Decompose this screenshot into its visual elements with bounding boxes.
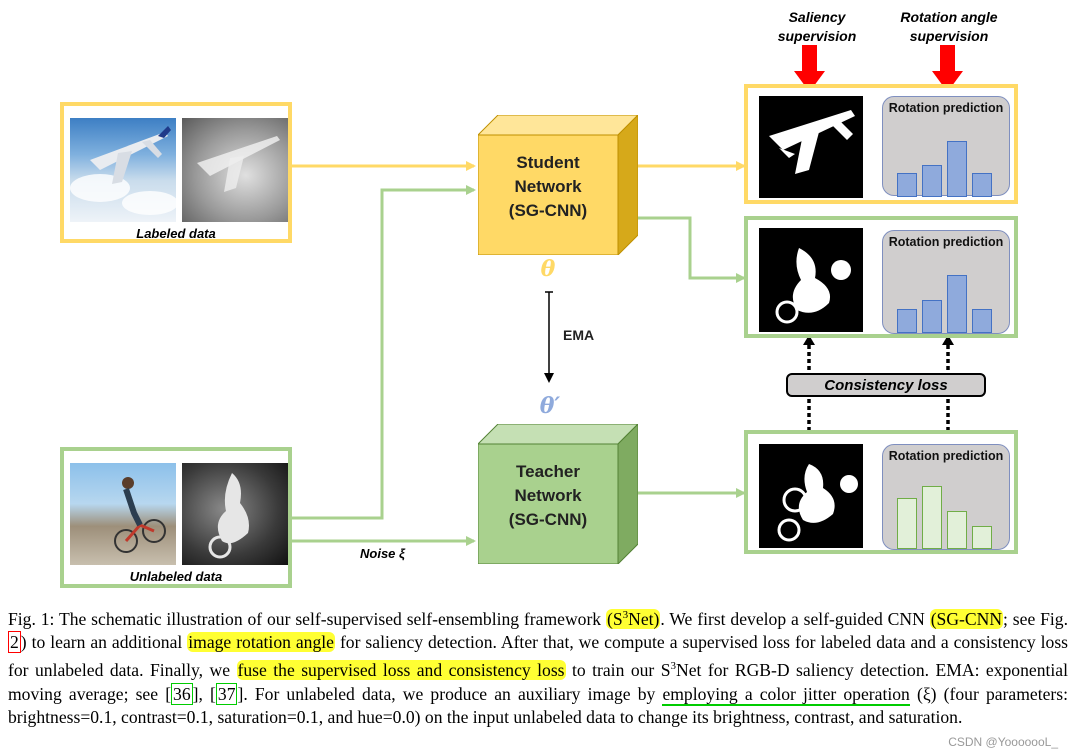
rotation-prediction-title: Rotation prediction	[888, 235, 1004, 249]
bmx-saliency-map-student	[759, 228, 863, 332]
rotation-prediction-panel: Rotation prediction	[882, 230, 1010, 334]
saliency-supervision-label: Saliency supervision	[777, 9, 857, 44]
rotation-bar	[972, 526, 992, 549]
airplane-depth-image	[182, 118, 288, 222]
bmx-depth-image	[182, 463, 288, 565]
rotation-histogram	[897, 125, 997, 197]
rotation-bar	[897, 309, 917, 333]
bmx-saliency-map-teacher	[759, 444, 863, 548]
ema-label: EMA	[563, 327, 595, 343]
underline-jitter: employing a color jitter operation	[662, 683, 910, 706]
rotation-prediction-panel: Rotation prediction	[882, 96, 1010, 197]
labeled-data-label: Labeled data	[136, 226, 216, 241]
figure-caption: Fig. 1: The schematic illustration of ou…	[8, 608, 1069, 728]
highlight-rotation: image rotation angle	[187, 632, 335, 653]
rotation-bar	[947, 141, 967, 197]
rotation-prediction-title: Rotation prediction	[888, 449, 1004, 463]
student-network-label: Student Network (SG-CNN)	[508, 153, 588, 220]
highlight-s3net: (S3Net)	[605, 608, 661, 629]
rotation-bar	[897, 173, 917, 197]
unlabeled-data-label: Unlabeled data	[129, 569, 223, 584]
teacher-network-label: Teacher Network (SG-CNN)	[508, 462, 588, 529]
teacher-network-block: Teacher Network (SG-CNN)	[478, 424, 638, 564]
rotation-bar	[947, 275, 967, 333]
theta-student: θ	[540, 256, 556, 282]
student-unlabeled-output: Rotation prediction	[744, 216, 1018, 338]
unlabeled-data-box: Unlabeled data	[60, 447, 292, 588]
rotation-bar	[922, 300, 942, 333]
labeled-data-box: Labeled data	[60, 102, 292, 243]
rotation-histogram	[897, 259, 997, 333]
rotation-bar	[972, 173, 992, 197]
airplane-icon	[70, 126, 178, 215]
theta-teacher: θ′	[539, 393, 561, 419]
rotation-prediction-panel: Rotation prediction	[882, 444, 1010, 550]
watermark: CSDN @YooooooL_	[948, 735, 1058, 749]
rotation-bar	[922, 165, 942, 197]
noise-label: Noise ξ	[360, 546, 405, 561]
rotation-bar	[922, 486, 942, 549]
rotation-bar	[947, 511, 967, 549]
rotation-supervision-arrow	[932, 45, 963, 92]
highlight-sgcnn: (SG-CNN	[929, 608, 1004, 629]
rotation-prediction-title: Rotation prediction	[888, 101, 1004, 115]
student-supervised-output: Rotation prediction	[744, 84, 1018, 204]
rotation-bar	[897, 498, 917, 549]
teacher-unlabeled-output: Rotation prediction	[744, 430, 1018, 554]
consistency-loss-box: Consistency loss	[786, 373, 986, 397]
airplane-rgb-image	[70, 118, 178, 222]
rotation-supervision-label: Rotation angle supervision	[900, 9, 998, 44]
fig-2-link[interactable]: 2	[8, 631, 21, 654]
airplane-saliency-map	[759, 96, 863, 198]
highlight-fuse: fuse the supervised loss and consistency…	[236, 659, 566, 680]
rotation-histogram	[897, 473, 997, 549]
saliency-supervision-arrow	[794, 45, 825, 92]
student-network-block: Student Network (SG-CNN)	[478, 115, 638, 255]
ref-37-link[interactable]: 37	[215, 682, 238, 705]
rotation-bar	[972, 309, 992, 333]
ref-36-link[interactable]: 36	[171, 682, 193, 705]
bmx-rgb-image	[70, 463, 176, 565]
